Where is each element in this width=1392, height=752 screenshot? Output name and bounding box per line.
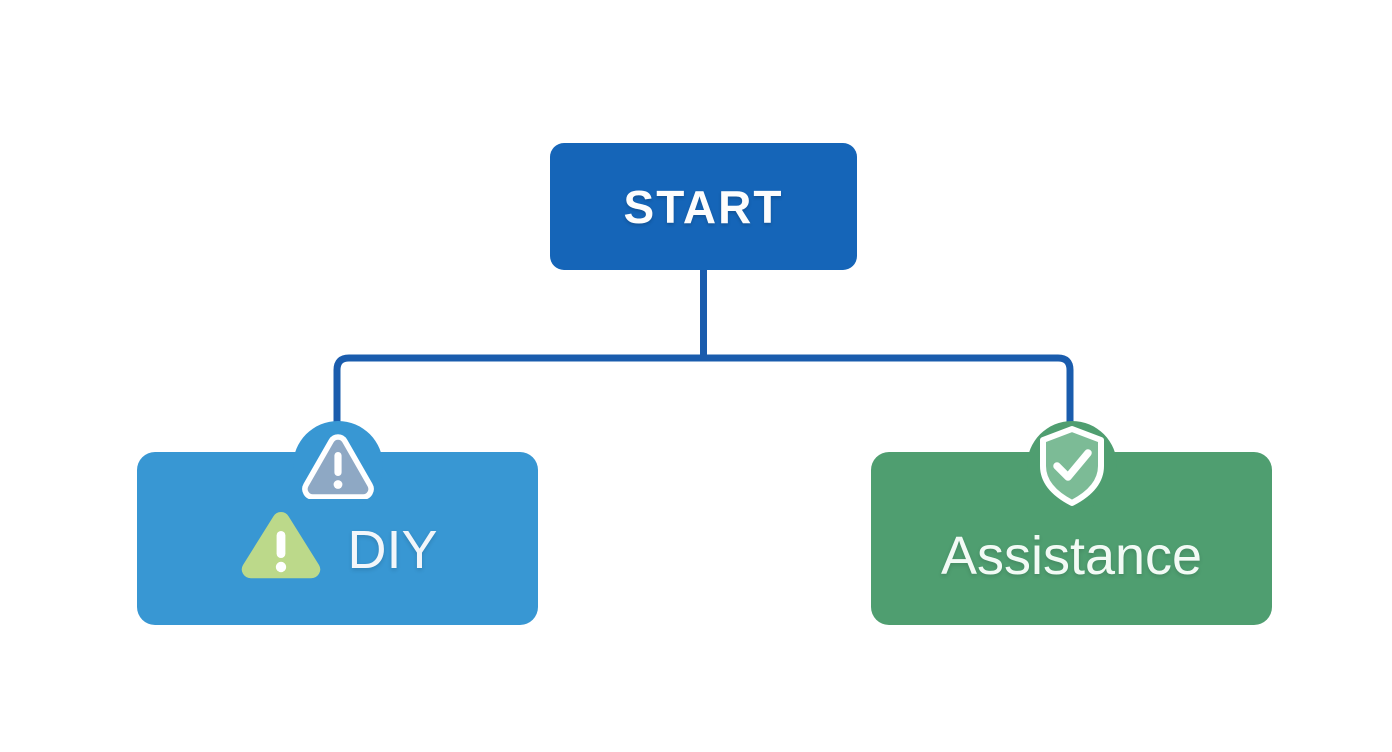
node-diy[interactable]: DIY [137, 421, 538, 625]
node-start-label: START [623, 180, 784, 233]
shield-check-icon [1037, 425, 1107, 507]
assistance-badge [1026, 421, 1117, 511]
node-assistance[interactable]: Assistance [871, 421, 1272, 625]
edge-start-to-assistance [703, 354, 1074, 452]
warning-triangle-icon [237, 507, 325, 592]
diy-badge [292, 421, 383, 511]
diy-content: DIY [237, 507, 438, 592]
warning-triangle-icon [301, 433, 375, 499]
node-assistance-label: Assistance [940, 525, 1203, 586]
edge-start-to-diy [333, 354, 704, 452]
assistance-content: Assistance [941, 529, 1202, 583]
node-diy-label: DIY [347, 519, 438, 580]
node-start[interactable]: START [550, 143, 857, 270]
